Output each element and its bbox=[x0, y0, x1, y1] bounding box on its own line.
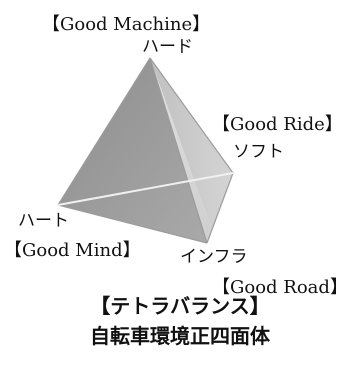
top-vertex-label: ハード bbox=[142, 37, 193, 57]
tetra-hidden-edge bbox=[57, 172, 234, 206]
left-vertex-label: ハート bbox=[18, 211, 69, 231]
front-right-concept-label: 【Good Road】 bbox=[212, 277, 348, 298]
tetra-face-left bbox=[58, 58, 207, 243]
tetra-face-right bbox=[150, 58, 212, 243]
tetra-edges bbox=[57, 57, 234, 244]
back-right-vertex-label: ソフト bbox=[233, 142, 284, 162]
top-concept-label: 【Good Machine】 bbox=[42, 14, 210, 35]
left-concept-label: 【Good Mind】 bbox=[4, 240, 141, 261]
tetra-face-back bbox=[150, 58, 233, 230]
caption-title: 【テトラバランス】 bbox=[90, 294, 270, 318]
back-right-concept-label: 【Good Ride】 bbox=[212, 114, 343, 135]
caption-subtitle: 自転車環境正四面体 bbox=[90, 324, 270, 348]
front-right-vertex-label: インフラ bbox=[180, 247, 248, 267]
